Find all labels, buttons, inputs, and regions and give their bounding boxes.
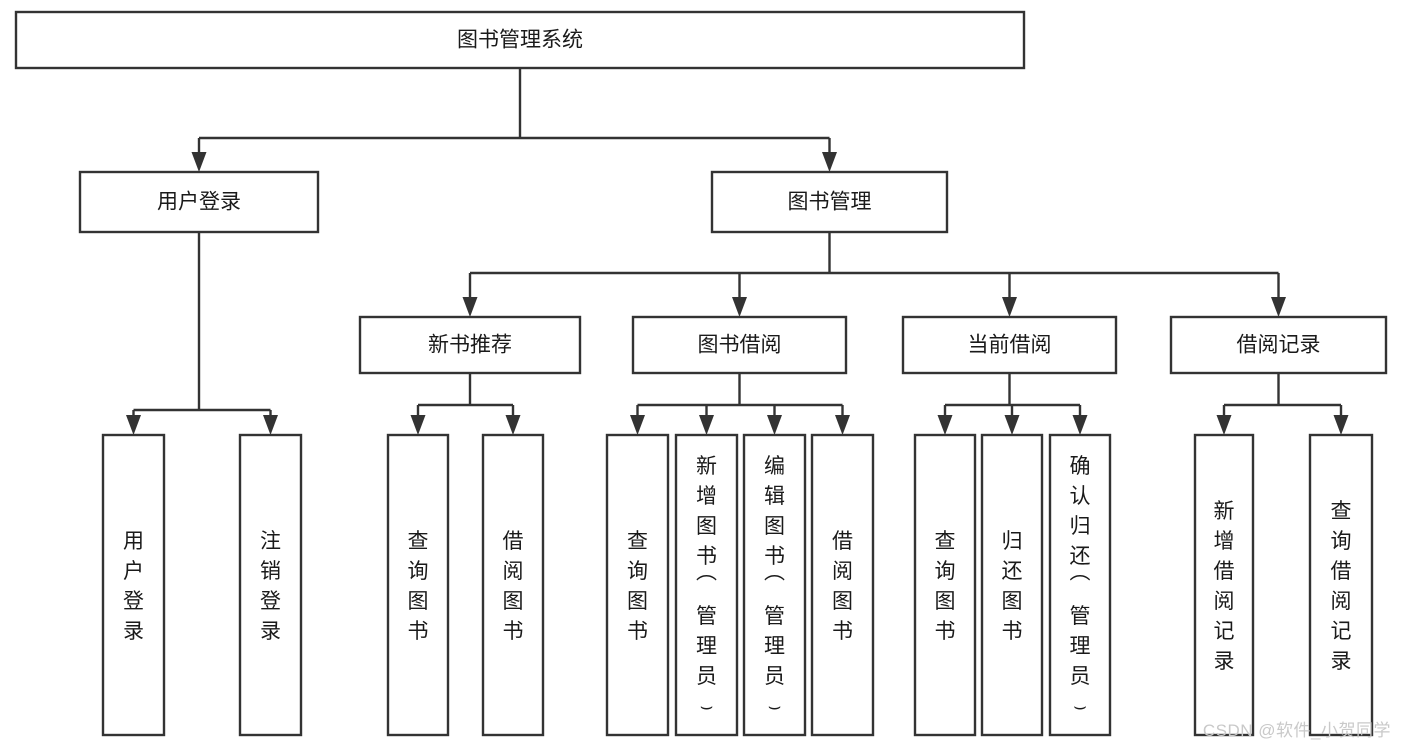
- node-box: [913, 433, 977, 737]
- node-box: [810, 433, 875, 737]
- node-box: [674, 433, 739, 737]
- node-label: 查询图书: [408, 530, 429, 643]
- node-box: [1048, 433, 1112, 737]
- edge-arrowhead: [835, 415, 850, 435]
- edge-arrowhead: [263, 415, 278, 435]
- node-leaf-query-record[interactable]: 查询借阅记录: [1308, 433, 1374, 737]
- edge-arrowhead: [505, 415, 521, 435]
- node-box: [78, 170, 320, 234]
- node-label: 借阅图书: [832, 530, 853, 643]
- edge-arrowhead: [1333, 415, 1349, 435]
- node-leaf-borrow-query-book[interactable]: 查询图书: [605, 433, 670, 737]
- node-current-borrow[interactable]: 当前借阅: [901, 315, 1118, 375]
- node-book-borrow[interactable]: 图书借阅: [631, 315, 848, 375]
- node-label: 借阅记录: [1237, 334, 1321, 357]
- node-label: 用户登录: [157, 191, 241, 214]
- node-box: [742, 433, 807, 737]
- node-box: [980, 433, 1044, 737]
- node-borrow-record[interactable]: 借阅记录: [1169, 315, 1388, 375]
- node-leaf-cur-query-book[interactable]: 查询图书: [913, 433, 977, 737]
- edge-arrowhead: [937, 415, 953, 435]
- node-leaf-return-book[interactable]: 归还图书: [980, 433, 1044, 737]
- node-user-login[interactable]: 用户登录: [78, 170, 320, 234]
- node-box: [101, 433, 166, 737]
- edge-arrowhead: [1072, 415, 1088, 435]
- node-box: [481, 433, 545, 737]
- node-label: 借阅图书: [503, 530, 524, 643]
- node-box: [901, 315, 1118, 375]
- edge-arrowhead: [1004, 415, 1020, 435]
- node-label: 查询借阅记录: [1331, 500, 1352, 673]
- node-book-manage[interactable]: 图书管理: [710, 170, 949, 234]
- node-leaf-add-book[interactable]: 新增图书⌒管理员⌣: [674, 433, 739, 737]
- node-leaf-user-login[interactable]: 用户登录: [101, 433, 166, 737]
- node-box: [14, 10, 1026, 70]
- edge-arrowhead: [1216, 415, 1232, 435]
- node-label: 确认归还⌒管理员⌣: [1070, 455, 1091, 718]
- node-label: 新增图书⌒管理员⌣: [696, 455, 717, 718]
- node-label: 查询图书: [627, 530, 648, 643]
- edge-arrowhead: [191, 152, 207, 172]
- node-root[interactable]: 图书管理系统: [14, 10, 1026, 70]
- edge-arrowhead: [630, 415, 645, 435]
- edge-arrowhead: [1271, 297, 1286, 317]
- node-label: 用户登录: [123, 530, 144, 643]
- node-new-book-rec[interactable]: 新书推荐: [358, 315, 582, 375]
- edge-arrowhead: [822, 152, 837, 172]
- node-label: 归还图书: [1002, 530, 1023, 643]
- edge-arrowhead: [699, 415, 714, 435]
- edge-arrowhead: [462, 297, 478, 317]
- edge-arrowhead: [126, 415, 141, 435]
- node-label: 新增借阅记录: [1214, 500, 1235, 673]
- edge-layer: [126, 68, 1349, 435]
- node-label: 图书借阅: [698, 334, 782, 357]
- node-box: [631, 315, 848, 375]
- node-label: 当前借阅: [968, 334, 1052, 357]
- node-leaf-rec-query-book[interactable]: 查询图书: [386, 433, 450, 737]
- node-label: 编辑图书⌒管理员⌣: [764, 455, 785, 718]
- edge-arrowhead: [767, 415, 782, 435]
- node-box: [358, 315, 582, 375]
- node-leaf-borrow-book[interactable]: 借阅图书: [810, 433, 875, 737]
- node-box: [1308, 433, 1374, 737]
- node-label: 查询图书: [935, 530, 956, 643]
- node-layer: 图书管理系统用户登录图书管理新书推荐图书借阅当前借阅借阅记录用户登录注销登录查询…: [14, 10, 1388, 737]
- node-label: 图书管理: [788, 191, 872, 214]
- node-leaf-rec-borrow-book[interactable]: 借阅图书: [481, 433, 545, 737]
- node-label: 图书管理系统: [457, 29, 583, 52]
- node-box: [1169, 315, 1388, 375]
- node-leaf-add-record[interactable]: 新增借阅记录: [1193, 433, 1255, 737]
- node-label: 注销登录: [260, 530, 281, 643]
- node-label: 新书推荐: [428, 334, 512, 357]
- node-leaf-confirm-return[interactable]: 确认归还⌒管理员⌣: [1048, 433, 1112, 737]
- edge-arrowhead: [732, 297, 747, 317]
- node-box: [1193, 433, 1255, 737]
- node-leaf-edit-book[interactable]: 编辑图书⌒管理员⌣: [742, 433, 807, 737]
- edge-arrowhead: [410, 415, 426, 435]
- node-box: [605, 433, 670, 737]
- node-box: [710, 170, 949, 234]
- edge-arrowhead: [1002, 297, 1017, 317]
- node-box: [386, 433, 450, 737]
- node-box: [238, 433, 303, 737]
- node-leaf-logout[interactable]: 注销登录: [238, 433, 303, 737]
